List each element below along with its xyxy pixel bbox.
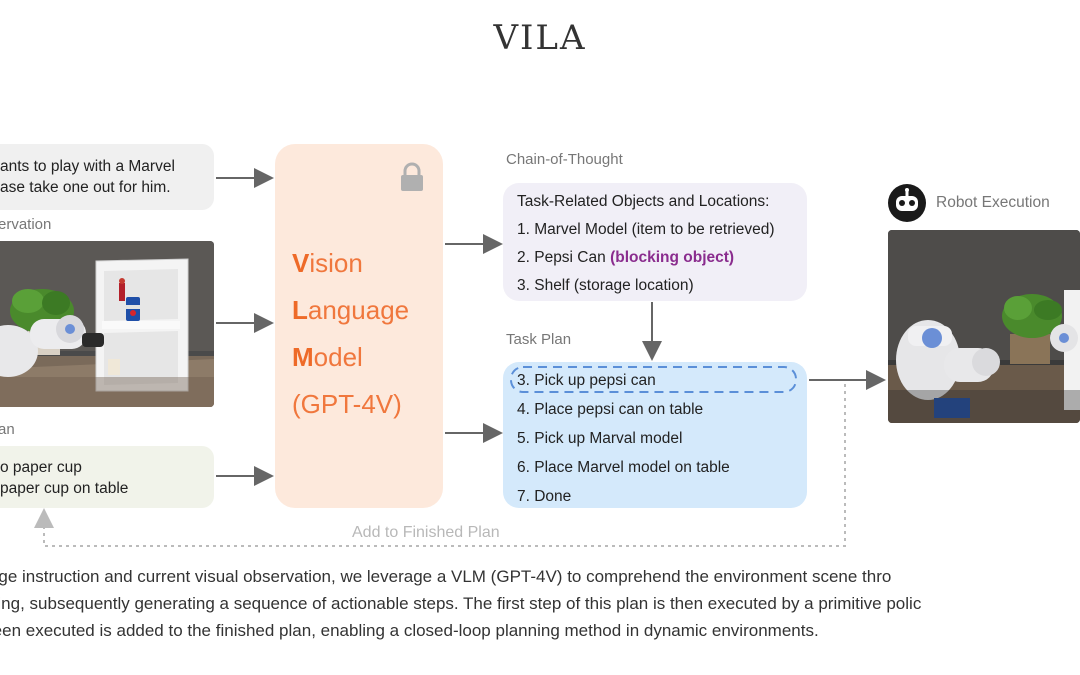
plan-label: an	[0, 421, 15, 438]
observation-photo	[0, 241, 214, 407]
task-plan-label: Task Plan	[506, 331, 572, 348]
cot-heading: Task-Related Objects and Locations:	[517, 193, 770, 210]
blocking-object-highlight: (blocking object)	[610, 249, 735, 266]
figure-caption: guage instruction and current visual obs…	[0, 563, 1080, 644]
vlm-line-3: Model	[292, 342, 363, 372]
chain-of-thought-box: Task-Related Objects and Locations: 1. M…	[503, 183, 807, 301]
instruction-line-2: ase take one out for him.	[0, 179, 171, 196]
caption-line-3: s been executed is added to the finished…	[0, 621, 819, 640]
robot-face-icon	[888, 184, 926, 222]
instruction-line-1: ants to play with a Marvel	[0, 158, 175, 175]
finished-plan-line-2: paper cup on table	[0, 480, 129, 497]
caption-line-1: guage instruction and current visual obs…	[0, 567, 892, 586]
cot-item-3: 3. Shelf (storage location)	[517, 277, 694, 294]
page-title: VILA	[493, 18, 587, 58]
cot-item-1: 1. Marvel Model (item to be retrieved)	[517, 221, 775, 238]
finished-plan-line-1: o paper cup	[0, 459, 82, 476]
chain-of-thought-label: Chain-of-Thought	[506, 151, 623, 168]
vlm-line-2: Language	[292, 295, 410, 325]
task-step: 3. Pick up pepsi can	[517, 372, 656, 389]
robot-execution-label: Robot Execution	[936, 194, 1050, 211]
language-instruction-box: ants to play with a Marvel ase take one …	[0, 144, 214, 210]
add-to-finished-plan-label: Add to Finished Plan	[350, 524, 502, 542]
vlm-line-1: Vision	[292, 248, 363, 278]
observation-label: ervation	[0, 216, 52, 233]
cot-item-2: 2. Pepsi Can (blocking object)	[517, 249, 735, 266]
vlm-line-4: (GPT-4V)	[292, 389, 402, 419]
robot-execution-photo	[888, 230, 1080, 423]
task-step: 4. Place pepsi can on table	[517, 401, 704, 418]
task-step: 7. Done	[517, 488, 572, 505]
vlm-label: Vision Language Model (GPT-4V)	[292, 240, 409, 428]
finished-plan-box: o paper cup paper cup on table	[0, 446, 214, 508]
vlm-box: Vision Language Model (GPT-4V)	[275, 144, 443, 508]
current-step-highlight	[510, 366, 797, 393]
task-step: 5. Pick up Marval model	[517, 430, 683, 447]
task-plan-box: 3. Pick up pepsi can 4. Place pepsi can …	[503, 362, 807, 508]
feedback-loop-arrow	[34, 384, 846, 547]
task-step: 6. Place Marvel model on table	[517, 459, 730, 476]
lock-icon	[401, 162, 423, 191]
caption-line-2: soning, subsequently generating a sequen…	[0, 594, 922, 613]
